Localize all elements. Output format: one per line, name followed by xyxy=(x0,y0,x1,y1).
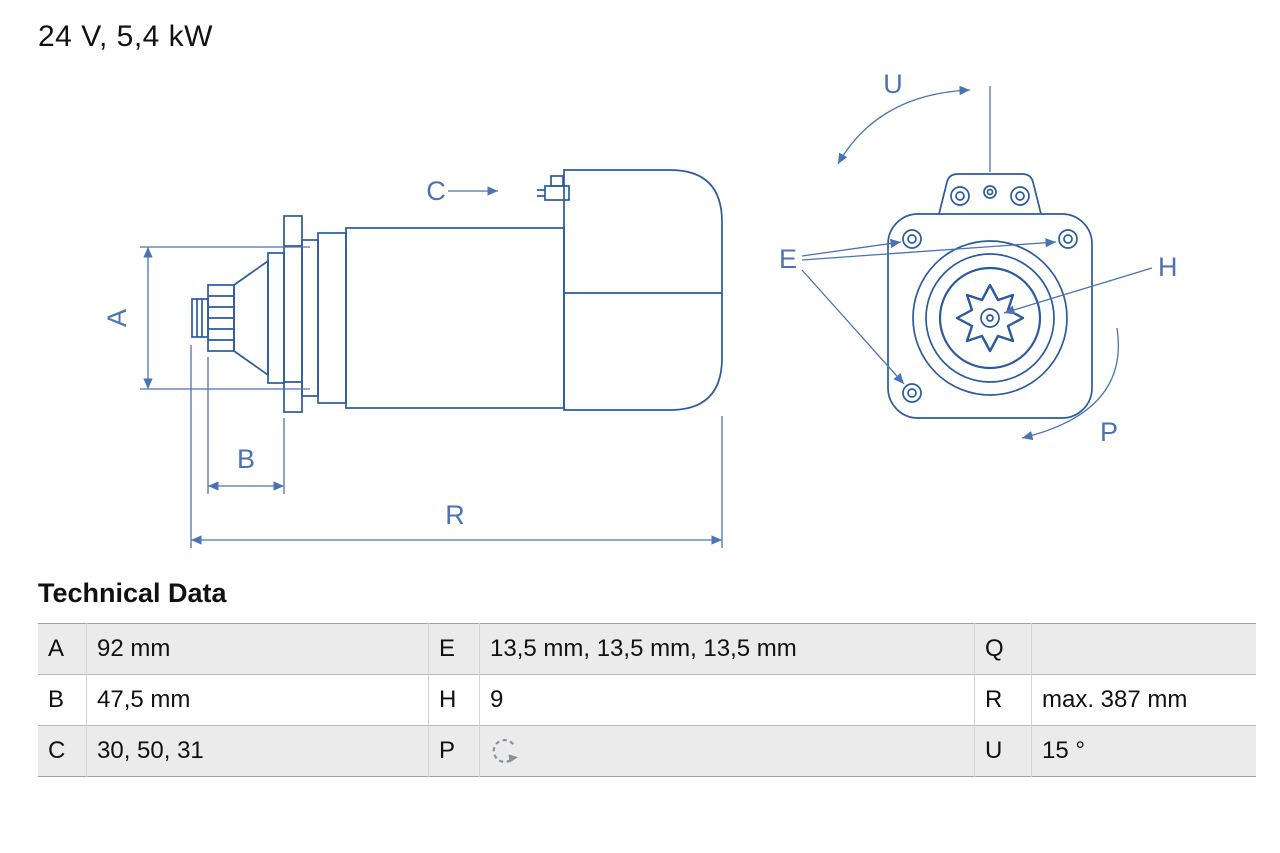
front-rings xyxy=(912,240,1068,396)
front-view-leaders xyxy=(801,85,1153,441)
technical-data-table: A 92 mm E 13,5 mm, 13,5 mm, 13,5 mm Q B … xyxy=(38,623,1256,777)
param-key-u: U xyxy=(974,725,1032,777)
rotation-ccw-icon xyxy=(490,736,520,766)
side-view-labels: A B C R xyxy=(102,176,465,530)
param-value-p xyxy=(479,725,975,777)
side-view xyxy=(191,169,723,413)
solenoid-housing xyxy=(563,169,723,411)
param-key-a: A xyxy=(48,635,65,662)
param-key-q: Q xyxy=(974,623,1032,675)
front-view-labels: U E H P xyxy=(779,69,1178,447)
table-heading: Technical Data xyxy=(38,578,227,608)
dim-label-r: R xyxy=(445,500,465,530)
param-value-b: 47,5 mm xyxy=(86,674,429,726)
dim-label-c: C xyxy=(426,176,446,206)
dim-b xyxy=(207,357,285,494)
param-value-h: 9 xyxy=(479,674,975,726)
param-key-h: H xyxy=(428,674,480,726)
param-key-r: R xyxy=(974,674,1032,726)
technical-data-section: Technical Data A 92 mm E 13,5 mm, 13,5 m… xyxy=(0,578,1280,777)
front-view xyxy=(887,173,1093,419)
param-value-q xyxy=(1031,623,1256,675)
dim-a xyxy=(140,246,310,390)
angle-u xyxy=(837,85,991,172)
label-p: P xyxy=(1100,417,1118,447)
param-value-a: 92 mm xyxy=(86,623,429,675)
dim-label-b: B xyxy=(237,444,255,474)
motor-body xyxy=(345,227,565,409)
table-row: C 30, 50, 31 P U 15 ° xyxy=(38,725,1256,777)
terminal-studs xyxy=(537,175,570,201)
drive-housing xyxy=(233,215,347,413)
side-view-dimensions xyxy=(140,186,723,548)
param-key-e: E xyxy=(428,623,480,675)
param-value-e: 13,5 mm, 13,5 mm, 13,5 mm xyxy=(479,623,975,675)
dim-label-a: A xyxy=(102,309,132,327)
technical-drawing: A B C R xyxy=(102,69,1178,548)
table-row: A 92 mm E 13,5 mm, 13,5 mm, 13,5 mm Q xyxy=(38,623,1256,675)
front-pinion-gear xyxy=(955,283,1025,353)
param-key-p: P xyxy=(428,725,480,777)
param-value-r: max. 387 mm xyxy=(1031,674,1256,726)
param-value-c: 30, 50, 31 xyxy=(86,725,429,777)
leader-e xyxy=(801,238,1057,385)
label-e: E xyxy=(779,244,797,274)
label-h: H xyxy=(1158,252,1178,282)
shaft xyxy=(191,298,209,338)
top-bracket xyxy=(938,173,1042,215)
page-title: 24 V, 5,4 kW xyxy=(38,20,213,53)
label-u: U xyxy=(883,69,903,99)
rotation-arrow-p xyxy=(1021,327,1119,441)
front-housing xyxy=(887,213,1093,419)
param-value-u: 15 ° xyxy=(1031,725,1256,777)
leader-h xyxy=(1003,267,1153,315)
table-row: B 47,5 mm H 9 R max. 387 mm xyxy=(38,674,1256,726)
dim-r xyxy=(190,345,723,548)
pinion-gear xyxy=(207,284,235,352)
mounting-holes xyxy=(902,229,1078,403)
param-key-b: B xyxy=(38,674,87,726)
param-key-c: C xyxy=(38,725,87,777)
